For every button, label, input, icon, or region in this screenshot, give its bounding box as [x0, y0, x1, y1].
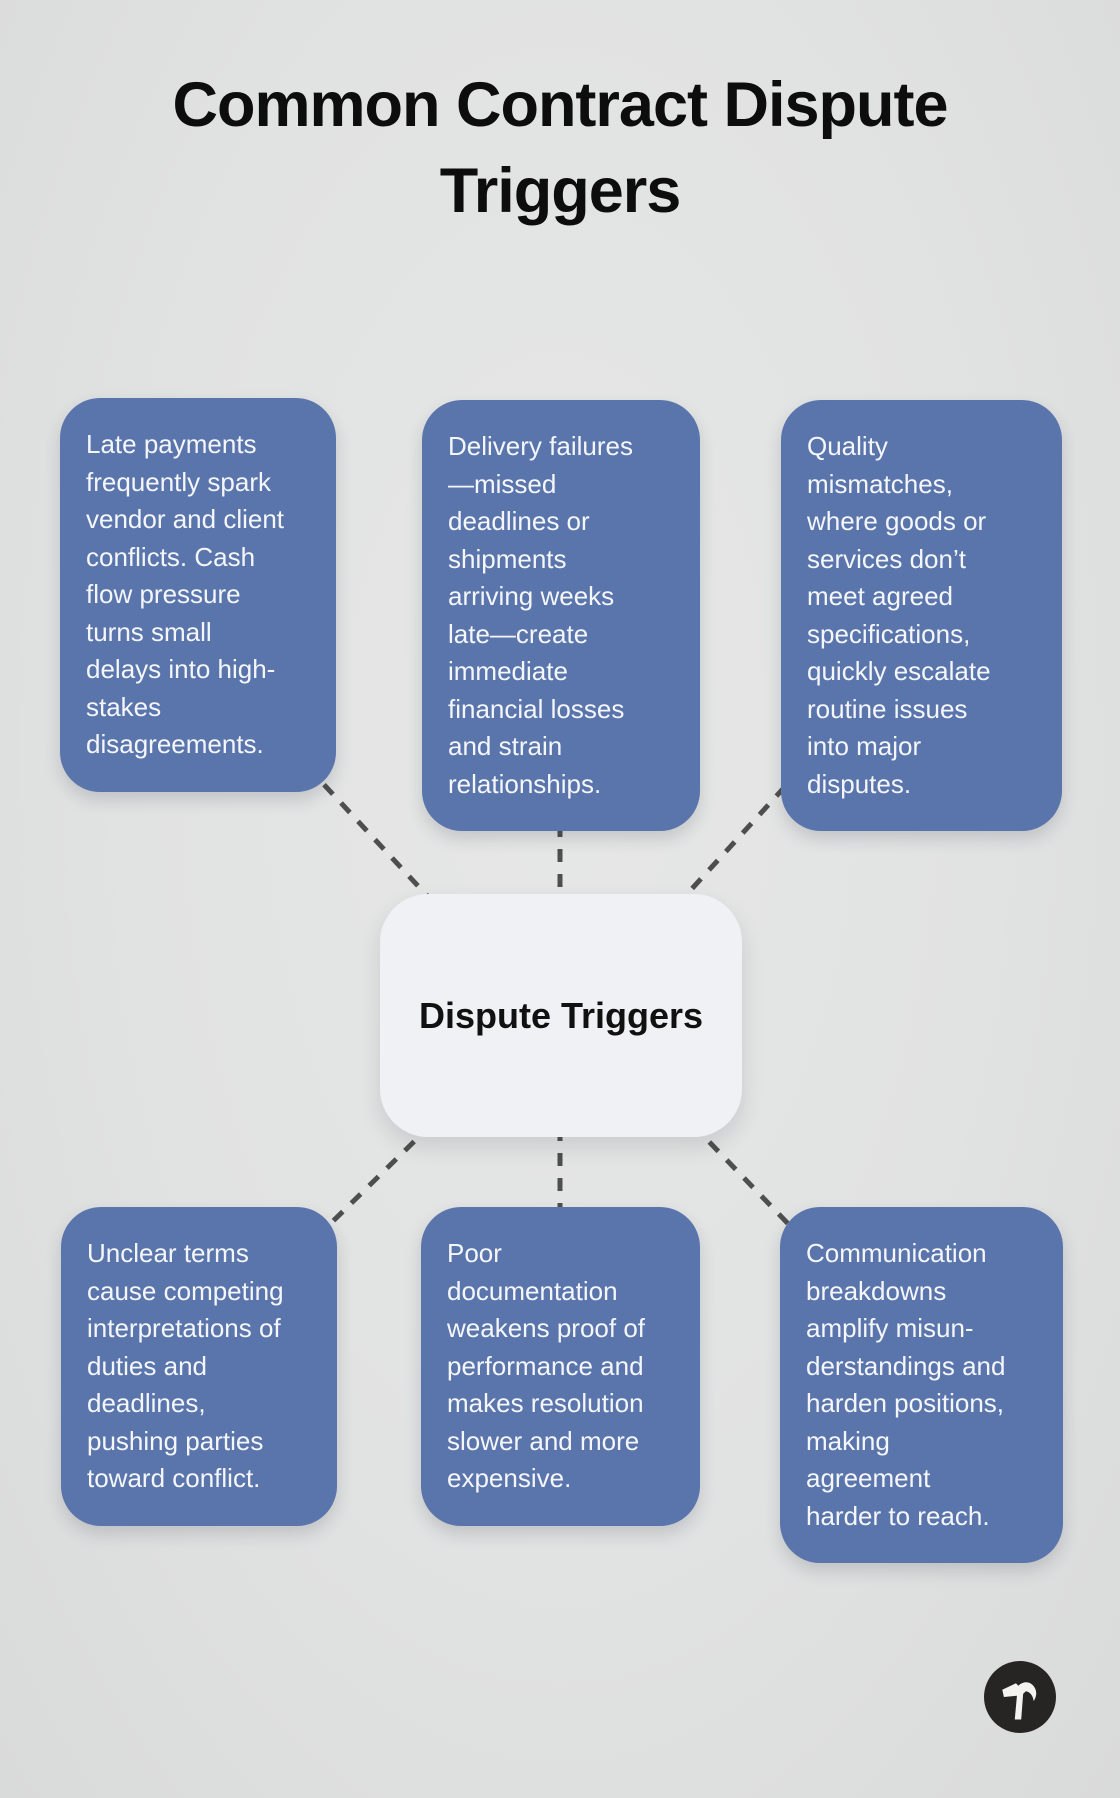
connector-line-top-right [666, 766, 804, 917]
trigger-box-late-payments: Late payments frequently spark vendor an… [60, 398, 336, 792]
brand-logo [984, 1661, 1056, 1733]
trigger-box-communication-breakdowns: Communication breakdowns amplify misun- … [780, 1207, 1063, 1563]
center-node-label: Dispute Triggers [418, 994, 704, 1036]
page-title: Common Contract Dispute Triggers [172, 70, 948, 226]
trigger-box-unclear-terms: Unclear terms cause competing interpreta… [61, 1207, 337, 1526]
trigger-box-quality-mismatches: Quality mismatches, where goods or servi… [781, 400, 1062, 831]
trigger-box-delivery-failures: Delivery failures —missed deadlines or s… [422, 400, 700, 831]
connector-line-bottom-right [690, 1122, 798, 1234]
trigger-box-poor-documentation: Poor documentation weakens proof of perf… [421, 1207, 700, 1526]
connector-line-bottom-left [324, 1122, 434, 1230]
center-node: Dispute Triggers [380, 894, 742, 1137]
hammer-icon [1002, 1682, 1037, 1720]
